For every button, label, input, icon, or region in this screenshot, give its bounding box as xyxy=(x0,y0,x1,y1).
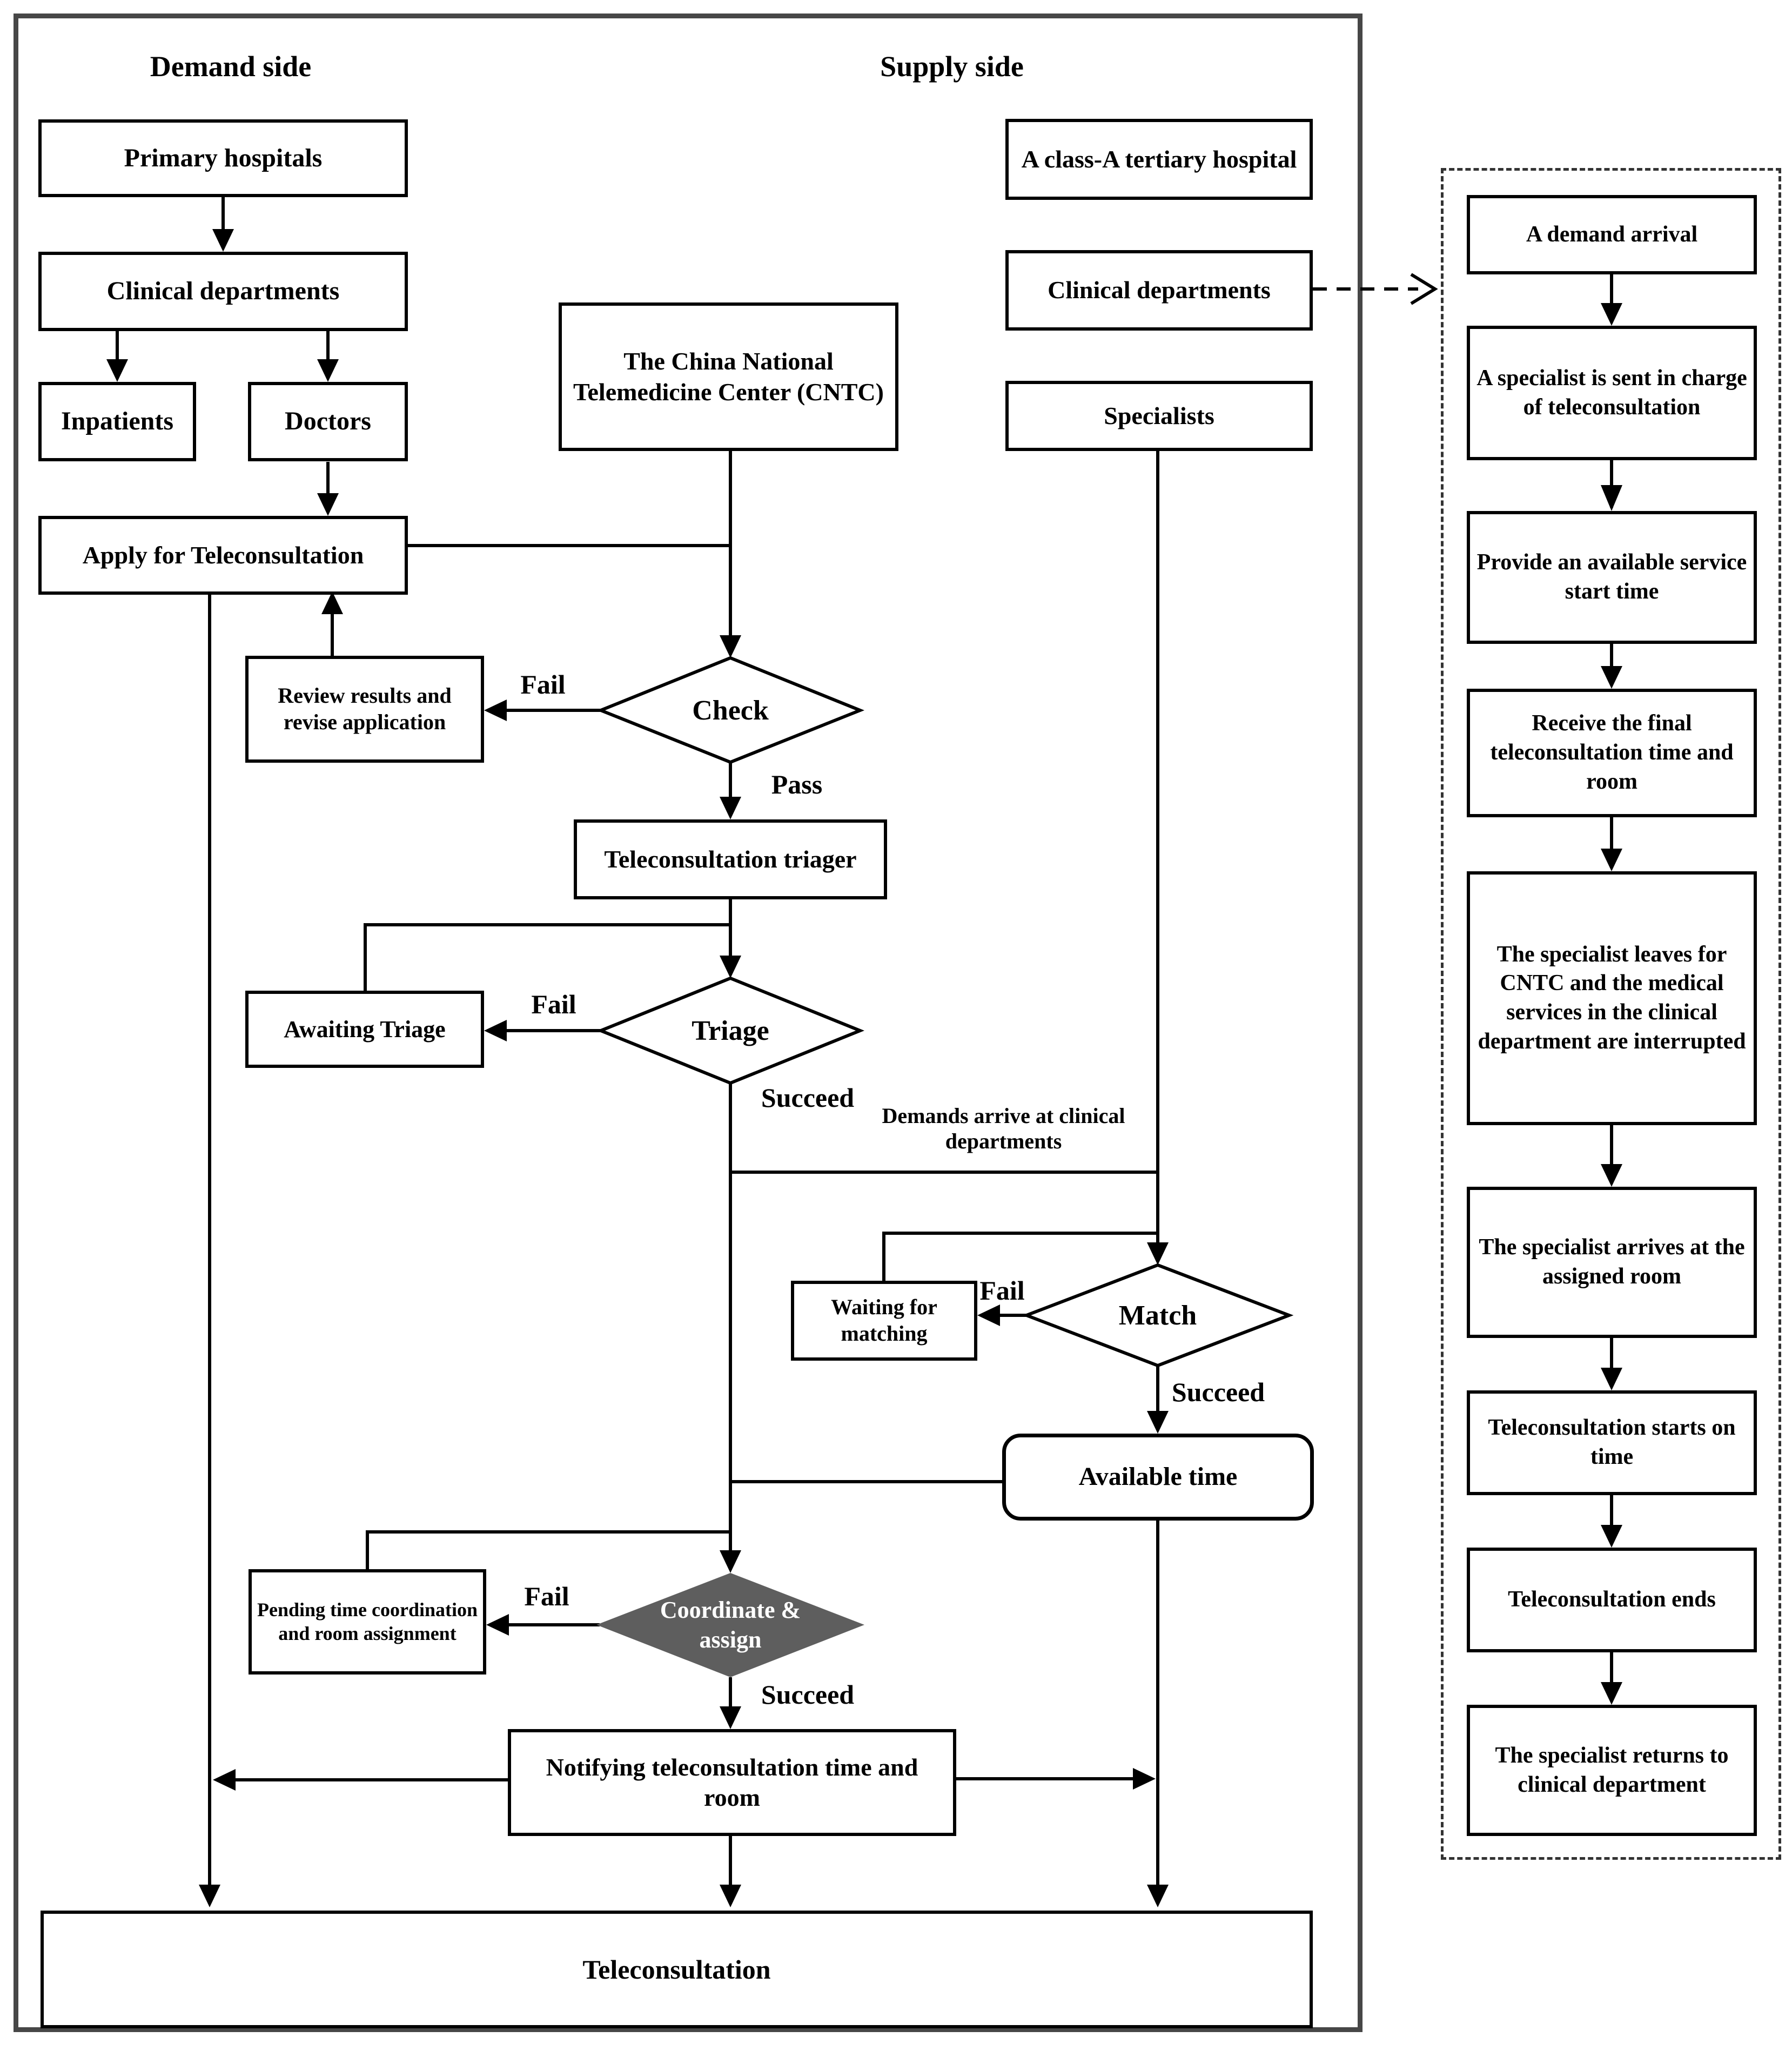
side-panel-frame xyxy=(1441,168,1781,1860)
step-provide-start-time: Provide an available service start time xyxy=(1467,511,1757,644)
match-succeed-label: Succeed xyxy=(1171,1377,1265,1407)
triage-decision-label: Triage xyxy=(692,1015,769,1046)
node-available-time: Available time xyxy=(1002,1434,1314,1521)
node-awaiting-triage: Awaiting Triage xyxy=(245,991,484,1068)
node-clinical-departments-supply: Clinical departments xyxy=(1005,250,1313,331)
node-class-a-hospital: A class-A tertiary hospital xyxy=(1005,119,1313,200)
node-notifying-time-room: Notifying teleconsultation time and room xyxy=(508,1729,956,1836)
node-pending-coordination: Pending time coordination and room assig… xyxy=(249,1569,486,1675)
supply-side-header: Supply side xyxy=(880,50,1024,83)
node-review-results: Review results and revise application xyxy=(245,656,484,763)
node-waiting-for-matching: Waiting for matching xyxy=(791,1281,977,1361)
triage-fail-label: Fail xyxy=(531,989,576,1019)
node-primary-hospitals: Primary hospitals xyxy=(38,119,408,197)
demand-side-header: Demand side xyxy=(150,50,312,83)
main-frame xyxy=(14,14,1363,2032)
step-specialist-arrives: The specialist arrives at the assigned r… xyxy=(1467,1187,1757,1338)
step-specialist-returns: The specialist returns to clinical depar… xyxy=(1467,1705,1757,1836)
node-inpatients: Inpatients xyxy=(38,382,196,461)
step-specialist-leaves: The specialist leaves for CNTC and the m… xyxy=(1467,871,1757,1125)
match-fail-label: Fail xyxy=(979,1275,1025,1306)
step-teleconsultation-ends: Teleconsultation ends xyxy=(1467,1548,1757,1652)
node-clinical-departments-demand: Clinical departments xyxy=(38,252,408,331)
node-apply-teleconsultation: Apply for Teleconsultation xyxy=(38,516,408,595)
step-receive-time-room: Receive the final teleconsultation time … xyxy=(1467,689,1757,817)
step-starts-on-time: Teleconsultation starts on time xyxy=(1467,1390,1757,1495)
check-fail-label: Fail xyxy=(520,669,566,700)
step-specialist-sent: A specialist is sent in charge of teleco… xyxy=(1467,326,1757,460)
coordinate-succeed-label: Succeed xyxy=(761,1679,855,1710)
demands-arrive-label: Demands arrive at clinical departments xyxy=(882,1104,1125,1154)
node-teleconsultation-triager: Teleconsultation triager xyxy=(574,819,887,899)
step-demand-arrival: A demand arrival xyxy=(1467,195,1757,274)
check-pass-label: Pass xyxy=(771,769,823,799)
check-decision-label: Check xyxy=(692,695,769,726)
node-specialists: Specialists xyxy=(1005,381,1313,451)
coordinate-decision-label: Coordinate & assign xyxy=(660,1597,801,1653)
node-teleconsultation: Teleconsultation xyxy=(41,1911,1313,2028)
triage-succeed-label: Succeed xyxy=(761,1082,855,1113)
match-decision-label: Match xyxy=(1118,1300,1197,1331)
coordinate-fail-label: Fail xyxy=(524,1581,569,1611)
node-doctors: Doctors xyxy=(248,382,408,461)
node-cntc: The China National Telemedicine Center (… xyxy=(559,302,898,451)
